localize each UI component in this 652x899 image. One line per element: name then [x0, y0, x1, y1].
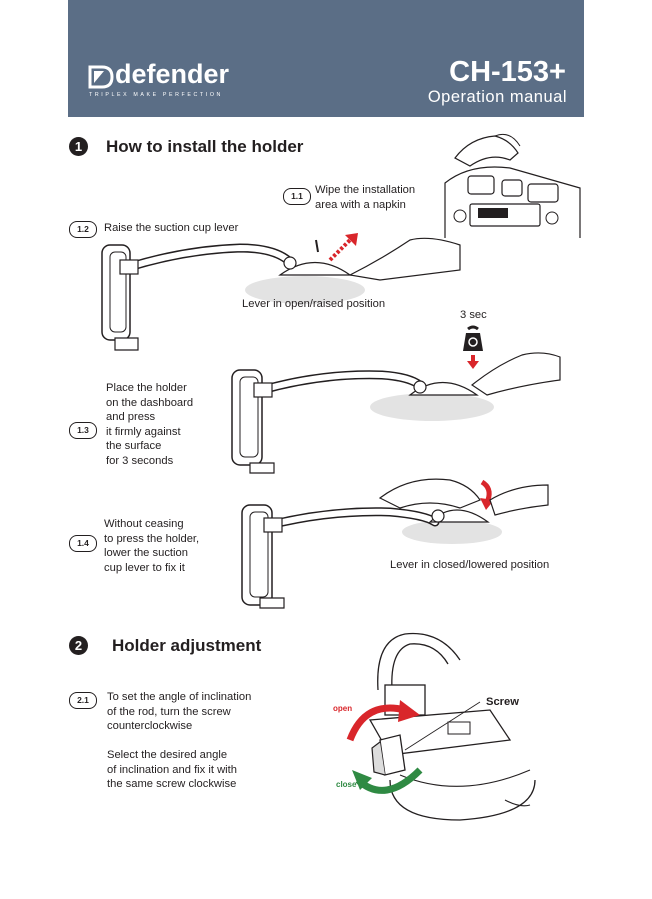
- step-2-1-badge: 2.1: [69, 692, 97, 709]
- screw-label: Screw: [486, 696, 519, 708]
- header-banner: defender TRIPLEX MAKE PERFECTION CH-153+…: [68, 0, 584, 117]
- holder-press-illustration: [231, 352, 561, 474]
- section-1-title: How to install the holder: [106, 137, 304, 156]
- step-1-4-caption: Lever in closed/lowered position: [390, 559, 550, 571]
- model-title: CH-153+: [449, 56, 566, 88]
- step-1-2-text: Raise the suction cup lever: [104, 222, 239, 234]
- holder-raise-lever-illustration: [101, 233, 461, 351]
- section-1-number: 1: [69, 137, 88, 156]
- screw-adjustment-illustration: [346, 632, 536, 821]
- brand-name: defender: [115, 59, 230, 89]
- timer-label: 3 sec: [460, 309, 487, 321]
- dashboard-wipe-illustration: [444, 133, 581, 238]
- step-1-1-badge: 1.1: [283, 188, 311, 205]
- defender-logo-icon: [88, 65, 114, 89]
- step-1-4-badge: 1.4: [69, 535, 97, 552]
- manual-subtitle: Operation manual: [427, 88, 567, 106]
- section-2-title: Holder adjustment: [112, 636, 262, 655]
- step-1-1-text: Wipe the installation area with a napkin: [315, 184, 416, 211]
- step-1-3-badge: 1.3: [69, 422, 97, 439]
- holder-lower-lever-illustration: [241, 478, 549, 609]
- open-label: open: [333, 704, 353, 713]
- step-1-2-caption: Lever in open/raised position: [242, 298, 386, 310]
- section-2-number: 2: [69, 636, 88, 655]
- step-1-3-text: Place the holder on the dashboard and pr…: [106, 382, 194, 467]
- close-label: close: [336, 780, 357, 789]
- step-1-4-text: Without ceasing to press the holder, low…: [104, 518, 200, 574]
- step-2-1-text: To set the angle of inclination of the r…: [107, 691, 252, 790]
- weight-press-icon: [463, 325, 483, 369]
- brand-tagline: TRIPLEX MAKE PERFECTION: [89, 92, 223, 98]
- step-1-2-badge: 1.2: [69, 221, 97, 238]
